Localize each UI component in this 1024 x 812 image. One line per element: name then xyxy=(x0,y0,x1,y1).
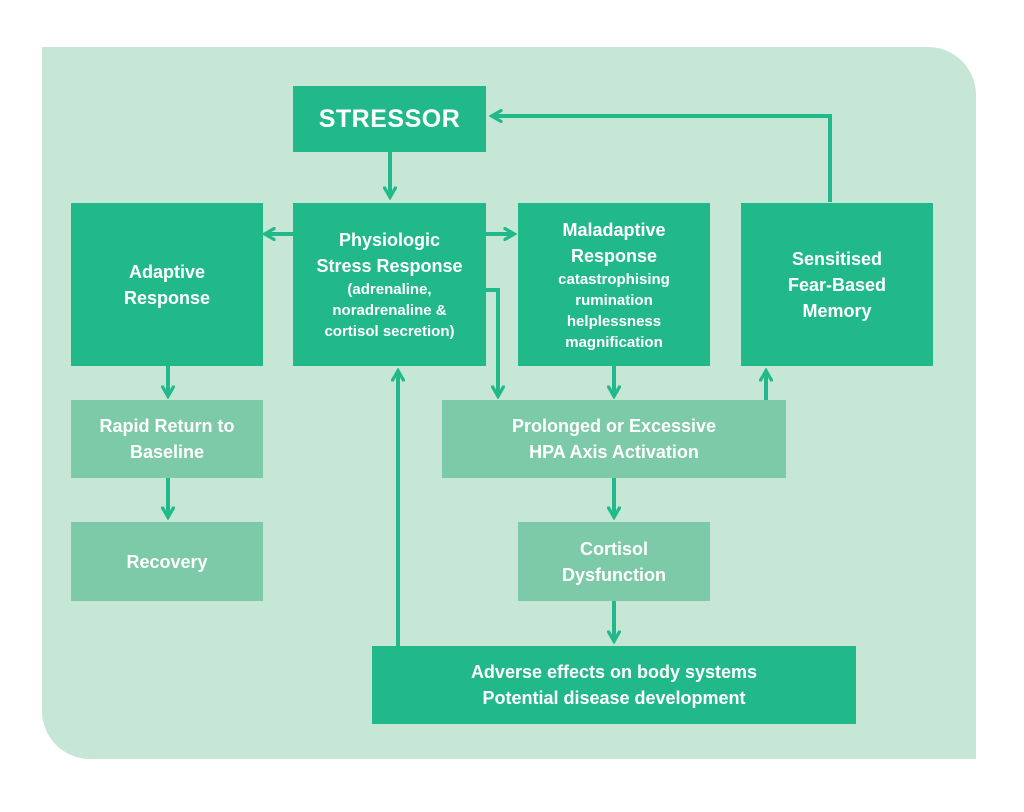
sensitised-line-3: Memory xyxy=(802,300,872,321)
physiologic-detail-1: (adrenaline, xyxy=(347,281,432,298)
adaptive-line-2: Response xyxy=(123,287,211,308)
maladaptive-title-1: Maladaptive xyxy=(562,219,666,240)
sensitised-line-1: Sensitised xyxy=(791,248,883,269)
arrow-physiologic-to-hpa xyxy=(486,288,498,395)
sensitised-line-2: Fear-Based xyxy=(787,274,887,295)
sensitised-memory-box: Sensitised Fear-Based Memory xyxy=(741,203,933,366)
physiologic-title-1: Physiologic xyxy=(338,230,441,250)
physiologic-response-box: Physiologic Stress Response (adrenaline,… xyxy=(293,203,486,366)
maladaptive-item-3: helplessness xyxy=(566,312,662,330)
adverse-line-2: Potential disease development xyxy=(482,688,746,708)
adverse-line-1: Adverse effects on body systems xyxy=(470,662,758,682)
cortisol-line-2: Dysfunction xyxy=(561,564,666,585)
hpa-activation-box: Prolonged or Excessive HPA Axis Activati… xyxy=(442,400,786,478)
hpa-line-2: HPA Axis Activation xyxy=(529,442,699,462)
cortisol-line-1: Cortisol xyxy=(579,538,648,559)
arrow-memory-to-stressor xyxy=(493,116,832,202)
maladaptive-item-4: magnification xyxy=(565,333,663,351)
recovery-label: Recovery xyxy=(126,551,208,572)
physiologic-detail-2: noradrenaline & xyxy=(332,302,447,319)
recovery-box: Recovery xyxy=(71,522,263,601)
rapid-return-line-1: Rapid Return to xyxy=(99,416,235,436)
stressor-box: STRESSOR xyxy=(293,86,486,152)
hpa-line-1: Prolonged or Excessive xyxy=(511,416,717,436)
adaptive-line-1: Adaptive xyxy=(128,261,206,282)
maladaptive-title-2: Response xyxy=(570,245,658,266)
physiologic-title-2: Stress Response xyxy=(316,256,463,276)
maladaptive-item-2: rumination xyxy=(575,291,653,309)
stressor-label: STRESSOR xyxy=(318,104,461,133)
adaptive-response-box: Adaptive Response xyxy=(71,203,263,366)
maladaptive-response-box: Maladaptive Response catastrophising rum… xyxy=(518,203,710,366)
rapid-return-box: Rapid Return to Baseline xyxy=(71,400,263,478)
maladaptive-item-1: catastrophising xyxy=(558,270,670,288)
adverse-effects-box: Adverse effects on body systems Potentia… xyxy=(372,646,856,724)
physiologic-detail-3: cortisol secretion) xyxy=(324,323,455,340)
rapid-return-line-2: Baseline xyxy=(129,442,205,462)
cortisol-dysfunction-box: Cortisol Dysfunction xyxy=(518,522,710,601)
